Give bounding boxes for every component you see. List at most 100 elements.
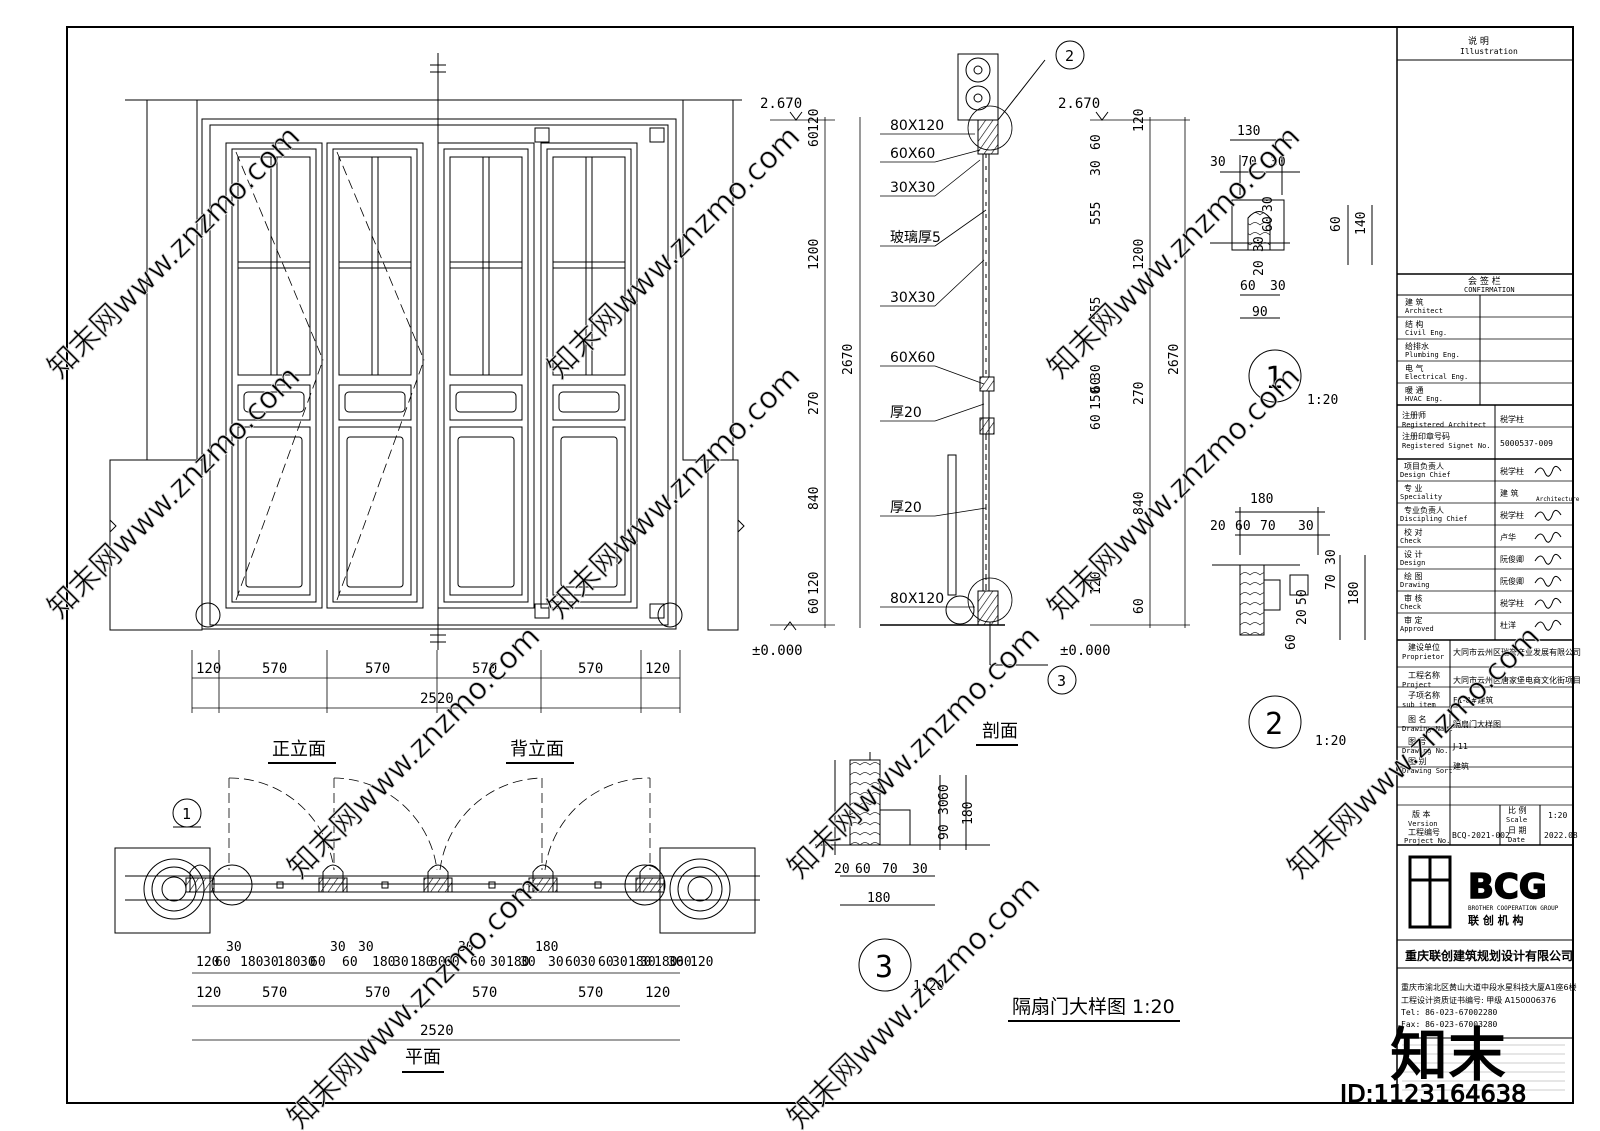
- info-label: 建设单位: [1408, 642, 1440, 652]
- version-label: 版 本: [1412, 809, 1431, 819]
- plan-dim-label: 180: [410, 955, 433, 970]
- elevation-width-label: 120: [196, 661, 221, 677]
- detail-1-dim: 30: [1210, 155, 1226, 170]
- plan-dim-label: 30: [358, 940, 374, 955]
- leaf-glass-panel: [237, 156, 311, 376]
- leaf-waist-panel: [237, 384, 311, 421]
- detail-2-dim: 30: [1298, 519, 1314, 534]
- sign-row-label-en: Plumbing Eng.: [1405, 351, 1460, 359]
- detail-2-dim: 20: [1295, 609, 1310, 625]
- plan-dim-label: 30: [612, 955, 628, 970]
- info-value: J-11: [1452, 742, 1468, 751]
- plan-dim-label: 60: [598, 955, 614, 970]
- leaf-glass-panel: [552, 156, 626, 376]
- plan-post-outline: [189, 864, 211, 893]
- project-no: BCQ-2021-002: [1452, 831, 1510, 840]
- plan-dim-label: 60: [676, 955, 692, 970]
- section-view: [880, 53, 1048, 666]
- detail-2-scale: 1:20: [1315, 734, 1346, 749]
- detail-3-drawing: [815, 752, 990, 906]
- detail-1-drawing: [1210, 139, 1373, 319]
- leaf-bottom-panel: [338, 426, 412, 596]
- info-label-en: Drawing No.: [1402, 747, 1448, 755]
- staff-name-en: Architecture: [1536, 496, 1580, 503]
- leaf-bottom-inner: [245, 436, 303, 588]
- logo-cn: 联 创 机 构: [1468, 913, 1524, 927]
- plan-dim-label: 30: [668, 955, 684, 970]
- company-fax: Fax: 86-023-67003280: [1401, 1020, 1498, 1029]
- plan-dim-label: 30: [548, 955, 564, 970]
- section-member-label: 厚20: [890, 500, 922, 516]
- info-label: 子项名称: [1408, 690, 1440, 700]
- sheet-title: 隔扇门大样图 1:20: [1012, 996, 1175, 1018]
- elevation-width-label: 570: [578, 661, 603, 677]
- staff-role: 专业负责人: [1404, 505, 1444, 515]
- elevation-height-label: 60: [807, 131, 822, 147]
- notes-title: 说 明: [1468, 35, 1489, 47]
- section-title: 剖面: [982, 721, 1018, 742]
- plan-post-section: [318, 877, 348, 893]
- sign-row-label: 结 构: [1405, 319, 1424, 329]
- detail-2-dim: 60: [1235, 519, 1251, 534]
- leaf-frame: [225, 142, 323, 609]
- detail-1-dim: 30: [1270, 279, 1286, 294]
- plan-dim-label: 60: [342, 955, 358, 970]
- staff-role: 专 业: [1404, 483, 1423, 493]
- info-value: 隔扇门大样图: [1453, 719, 1501, 729]
- info-label-en: Project: [1402, 681, 1432, 689]
- scale-label: 比 例: [1508, 805, 1527, 815]
- title-block: [1396, 27, 1573, 1103]
- plan-dim-label: 60: [215, 955, 231, 970]
- door-swing-lines: [235, 151, 425, 601]
- elevation-width-label: 570: [262, 661, 287, 677]
- site-watermark: 知末网www.znzmo.com: [781, 869, 1047, 1131]
- staff-role: 审 核: [1404, 593, 1423, 603]
- detail-2-number: 2: [1265, 707, 1283, 742]
- plan-total-width: 2520: [420, 1023, 454, 1039]
- plan-dim-label: 60: [310, 955, 326, 970]
- staff-role-en: Approved: [1400, 625, 1434, 633]
- reg-no-label-en: Registered Signet No.: [1402, 442, 1491, 450]
- staff-role-en: Discipling Chief: [1400, 515, 1467, 523]
- plan-post-section: [423, 877, 453, 893]
- sign-row-label-en: HVAC Eng.: [1405, 395, 1443, 403]
- detail-1-dim: 90: [1252, 305, 1268, 320]
- company-address: 重庆市渝北区黄山大道中段水星科技大厦A1座6楼: [1401, 982, 1577, 992]
- plan-dim-label: 30: [580, 955, 596, 970]
- detail-2-dim: 60: [1284, 634, 1299, 650]
- leaf-bottom-panel: [449, 426, 523, 596]
- project-no-label: 工程编号: [1408, 827, 1440, 837]
- fine-print-lines: [1402, 1044, 1565, 1091]
- section-member-labels: 80X12060X6030X30玻璃厚530X3060X60厚20厚2080X1…: [890, 118, 944, 607]
- plan-dim-label: 60: [444, 955, 460, 970]
- info-label: 图 名: [1408, 714, 1427, 724]
- leaf-inner-frame: [332, 148, 418, 603]
- section-level-zero: ±0.000: [1060, 643, 1111, 659]
- detail-2-dim: 20: [1210, 519, 1226, 534]
- leaf-waist-panel: [338, 384, 412, 421]
- elevation-view: [109, 53, 745, 650]
- staff-role-en: Check: [1400, 603, 1422, 611]
- section-member-label: 80X120: [890, 118, 944, 134]
- detail-1-dim: 60: [1240, 279, 1256, 294]
- id-watermark: ID:1123164638: [1340, 1080, 1526, 1108]
- info-value: 建筑: [1453, 761, 1469, 771]
- detail-3-dim: 20: [834, 862, 850, 877]
- company-name: 重庆联创建筑规划设计有限公司: [1405, 948, 1573, 963]
- plan-posts: [185, 864, 665, 893]
- plan-dim-label: 60: [565, 955, 581, 970]
- info-value: F1-8#建筑: [1453, 695, 1493, 705]
- section-member-label: 玻璃厚5: [890, 229, 941, 246]
- project-no-label-en: Project No.: [1404, 837, 1450, 845]
- detail-3-dim: 60: [937, 784, 952, 800]
- elevation-height-label: 840: [807, 487, 822, 510]
- elevation-height-total: 2670: [841, 344, 856, 375]
- sign-row-label: 暖 通: [1405, 385, 1424, 395]
- section-height-label: 270: [1132, 382, 1147, 405]
- elevation-width-label: 570: [365, 661, 390, 677]
